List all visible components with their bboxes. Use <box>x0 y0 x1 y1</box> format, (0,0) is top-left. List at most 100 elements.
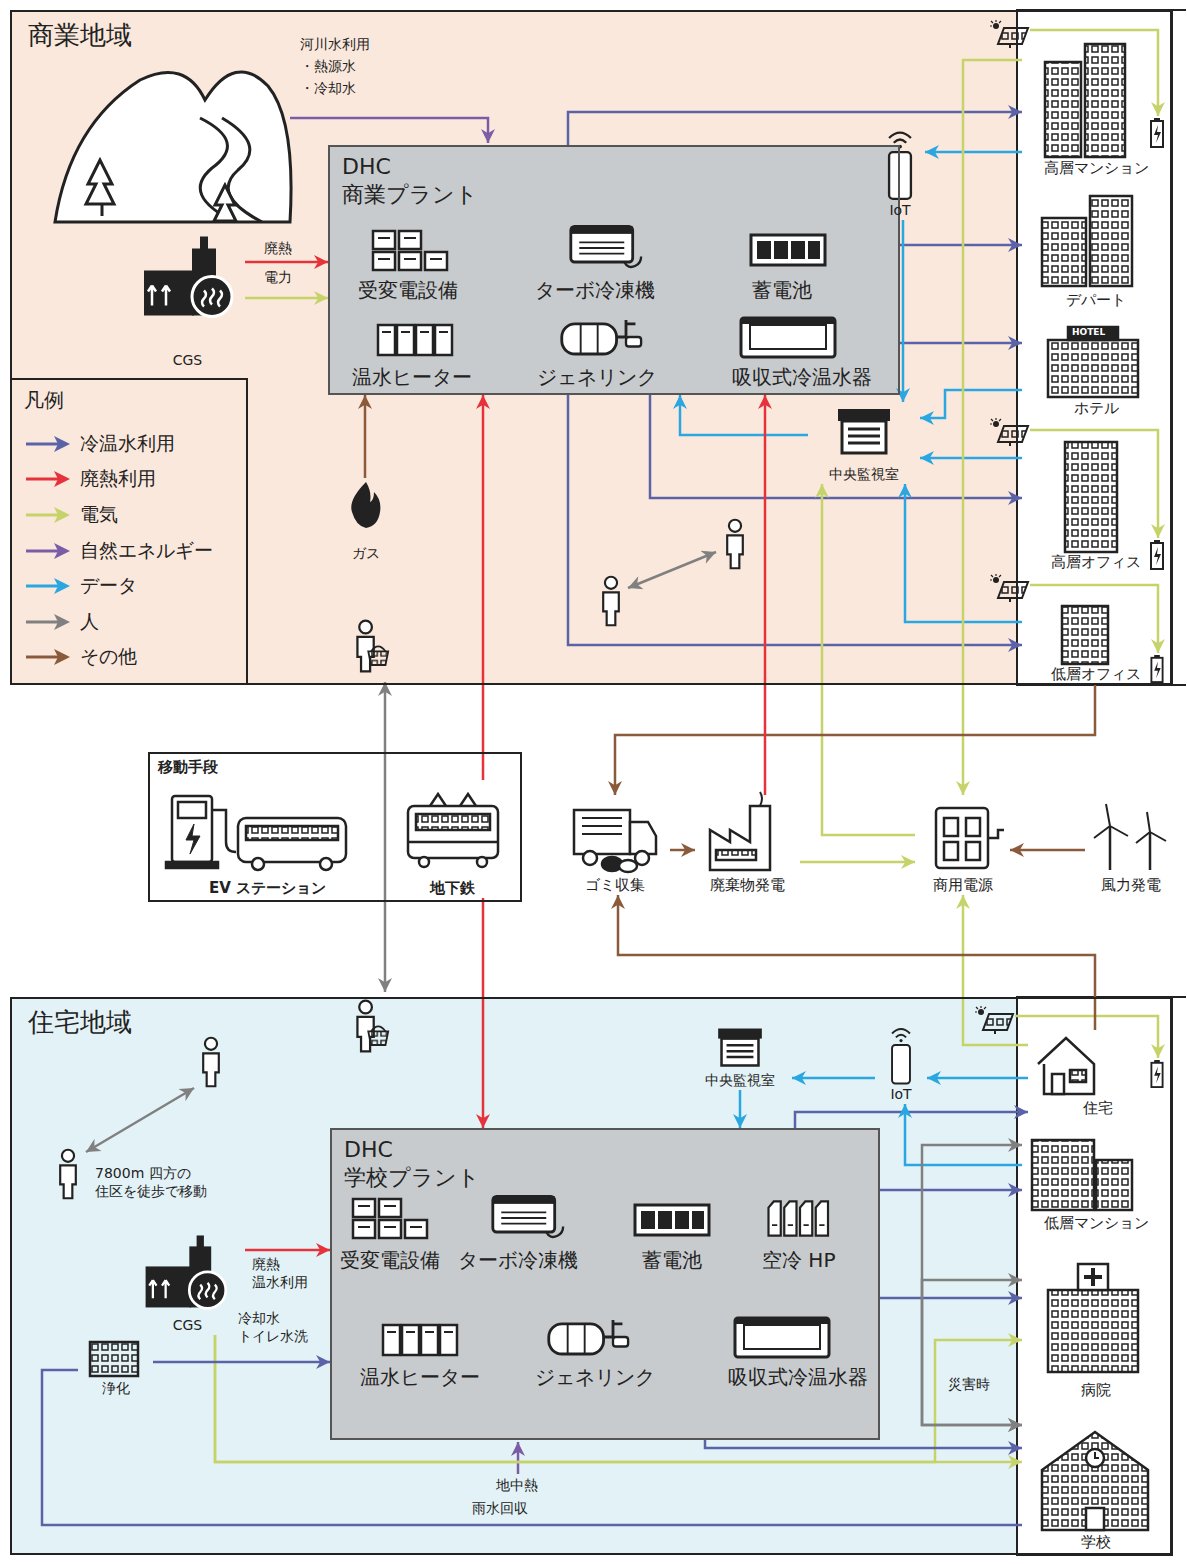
flow-connector <box>618 895 1095 1030</box>
flow-connector <box>902 220 905 402</box>
flow-connector <box>739 1090 742 1128</box>
edge-label: 電力 <box>262 269 294 287</box>
node-caption: 中央監視室 <box>705 1072 775 1089</box>
building: 低層マンション <box>1022 1128 1170 1233</box>
iot-device: IoT <box>875 122 925 220</box>
node-caption: 住宅 <box>1083 1099 1113 1117</box>
flow-connector <box>900 244 1022 247</box>
part-label: ターボ冷凍機 <box>458 1248 578 1273</box>
flow-connector <box>364 395 367 478</box>
flow-connector <box>650 395 1022 498</box>
part-label: 河川水利用 <box>300 36 370 54</box>
part-label: 地中熱 <box>496 1477 538 1495</box>
part-label: 7800m 四方の 住区を徒歩で移動 <box>95 1165 227 1200</box>
legend-box: 凡例冷温水利用廃熱利用電気自然エネルギーデータ人その他 <box>10 378 248 685</box>
legend-row: その他 <box>24 639 137 675</box>
legend-label: 人 <box>80 609 99 635</box>
building-icons <box>1032 44 1148 1530</box>
waste-plant: 廃棄物発電 <box>695 795 800 895</box>
node-caption: 高層マンション <box>1044 159 1149 177</box>
legend-swatch <box>24 542 72 560</box>
node-caption: 廃棄物発電 <box>710 876 785 894</box>
building: 高層マンション <box>1022 38 1170 178</box>
flow-connector <box>705 1440 1022 1448</box>
legend-label: 冷温水利用 <box>80 431 175 457</box>
cgs-icon <box>146 1235 226 1308</box>
phone-icon <box>892 1029 910 1083</box>
flow-connector <box>822 484 915 835</box>
flow-connector <box>615 684 1095 795</box>
node-heading: DHC 商業プラント <box>342 153 492 208</box>
phone-icon <box>889 133 911 199</box>
building: 高層オフィス <box>1022 432 1170 572</box>
node-caption: デパート <box>1066 291 1126 309</box>
cgs-unit: CGS <box>130 1225 245 1335</box>
legend-label: 廃熱利用 <box>80 466 156 492</box>
bracket-tick <box>1172 10 1186 997</box>
plant-box: DHC 学校プラント <box>330 1128 880 1440</box>
building: 低層オフィス <box>1022 598 1170 684</box>
solar-battery-icons <box>975 20 1163 1087</box>
legend-swatch <box>24 577 72 595</box>
transport-box: 移動手段 EV ステーション地下鉄 <box>148 752 522 902</box>
infrastructure-icons <box>574 792 1166 872</box>
region-band: 商業地域凡例冷温水利用廃熱利用電気自然エネルギーデータ人その他DHC 商業プラン… <box>10 10 1172 685</box>
flow-connector <box>795 1112 1028 1128</box>
part-label: 温水ヒーター <box>352 365 472 390</box>
part-label: ジェネリンク <box>535 1365 655 1390</box>
flow-connector <box>900 342 1022 345</box>
wind-turbine: 風力発電 <box>1085 795 1177 895</box>
box-fill <box>328 145 900 395</box>
legend-row: 冷温水利用 <box>24 426 175 462</box>
flow-connector <box>880 1189 1022 1192</box>
subway: 地下鉄 <box>395 780 510 898</box>
node-heading: DHC 学校プラント <box>344 1136 494 1191</box>
box-fill <box>10 378 248 685</box>
building: 病院 <box>1022 1260 1170 1400</box>
building: デパート <box>1022 185 1170 310</box>
region-band: 住宅地域DHC 学校プラントCGS浄化中央監視室IoT住宅低層マンション病院学校 <box>10 997 1172 1555</box>
node-caption: 学校 <box>1081 1533 1111 1551</box>
node-heading: 移動手段 <box>158 758 218 776</box>
legend-row: データ <box>24 568 137 604</box>
flow-connector <box>568 395 1022 645</box>
flow-connector <box>792 1077 875 1080</box>
legend-label: データ <box>80 573 137 599</box>
building-column <box>1017 10 1172 685</box>
node-caption: ホテル <box>1074 399 1119 417</box>
legend-swatch <box>24 648 72 666</box>
gas-supply: ガス <box>340 478 392 563</box>
node-heading: 凡例 <box>24 388 64 412</box>
part-label: 蓄電池 <box>642 1248 702 1273</box>
part-label: 蓄電池 <box>752 278 812 303</box>
edge-label: 雨水回収 <box>470 1500 530 1518</box>
edge-label: 冷却水 トイレ水洗 <box>236 1310 324 1345</box>
legend-row: 廃熱利用 <box>24 462 156 498</box>
flow-connector <box>764 395 767 795</box>
flow-connector <box>922 1280 1022 1425</box>
flow-connector <box>920 457 1022 460</box>
part-label: 受変電設備 <box>358 278 458 303</box>
flow-connector <box>245 1249 330 1252</box>
legend-swatch <box>24 613 72 631</box>
flow-connector <box>245 297 328 300</box>
power-outlet: 商用電源 <box>915 795 1010 895</box>
legend-row: 人 <box>24 604 99 640</box>
legend-label: その他 <box>80 644 137 670</box>
node-caption: 地下鉄 <box>430 879 475 897</box>
flow-connector <box>800 861 915 864</box>
node-caption: ガス <box>352 545 380 562</box>
transport-icons <box>166 794 498 870</box>
part-label: 空冷 HP <box>762 1248 835 1273</box>
iot-device: IoT <box>875 1022 927 1104</box>
part-label: 受変電設備 <box>340 1248 440 1273</box>
node-caption: IoT <box>890 1086 911 1103</box>
flow-connector <box>922 1145 1022 1425</box>
control-icon <box>718 1029 762 1066</box>
ev-station: EV ステーション <box>160 780 375 898</box>
legend-label: 自然エネルギー <box>80 538 213 564</box>
box-fill <box>10 10 1172 685</box>
node-heading: 商業地域 <box>28 20 132 51</box>
part-label: 温水ヒーター <box>360 1365 480 1390</box>
control-room: 中央監視室 <box>688 1025 792 1090</box>
